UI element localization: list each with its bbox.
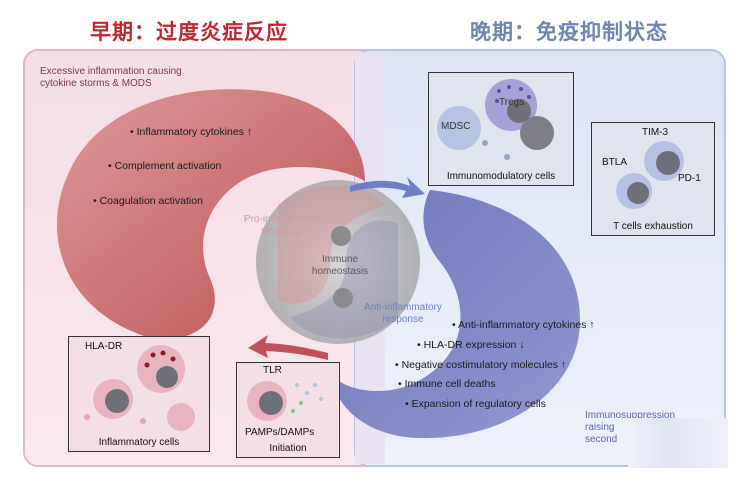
bottom-note-line1: Immunosuppression — [585, 410, 676, 421]
bottom-note-line3: second — [585, 434, 618, 445]
excessive-inflammation-note: Excessive inflammation causing cytokine … — [40, 66, 182, 90]
anti-inflammatory-shape — [330, 190, 580, 439]
initiation-caption: Initiation — [269, 443, 307, 454]
late-bullet: • Negative costimulatory molecules ↑ — [395, 359, 567, 371]
t-cell-exhaustion-box: TIM-3 BTLA PD-1 T cells exhaustion — [591, 122, 715, 236]
btla-label: BTLA — [602, 157, 628, 168]
early-bullet: • Coagulation activation — [93, 195, 203, 207]
inflammatory-cells-illustration — [84, 345, 195, 431]
homeo-label-line2: homeostasis — [311, 266, 369, 277]
immunomodulatory-cells-box: MDSC Tregs Immunomodulatory cells — [428, 72, 574, 186]
inflammatory-cells-box: HLA-DR Inflammatory cells — [68, 336, 210, 452]
exhaustion-caption: T cells exhaustion — [613, 221, 693, 232]
anti-inflammatory-label: Anti-inflammatory response — [348, 302, 458, 326]
initiation-illustration — [247, 381, 323, 421]
early-stage-title: 早期：过度炎症反应 — [90, 20, 288, 44]
late-bullet: • Expansion of regulatory cells — [405, 398, 546, 410]
pamps-damps-label: PAMPs/DAMPs — [245, 427, 315, 438]
pro-inflammatory-shape — [56, 89, 366, 339]
hla-dr-label: HLA-DR — [85, 341, 123, 352]
immunomodulatory-cells-illustration — [437, 79, 554, 160]
initiation-box: TLR PAMPs/DAMPs Initiation — [236, 362, 340, 458]
tregs-label: Tregs — [499, 97, 525, 108]
early-bullet: • Inflammatory cytokines ↑ — [130, 126, 253, 138]
pro-label-line2: response — [261, 226, 303, 237]
late-stage-title: 晚期：免疫抑制状态 — [470, 20, 668, 44]
arrow-to-late — [350, 177, 425, 198]
arrow-to-early — [248, 335, 328, 360]
note-line-1: Excessive inflammation causing — [40, 66, 182, 77]
anti-label-line2: response — [382, 314, 424, 325]
pro-label-line1: Pro-inflammatory — [243, 214, 321, 225]
late-bullet: • Anti-inflammatory cytokines ↑ — [452, 319, 595, 331]
immunomodulatory-caption: Immunomodulatory cells — [446, 171, 556, 182]
pd1-label: PD-1 — [678, 173, 701, 184]
anti-label-line1: Anti-inflammatory — [364, 302, 442, 313]
mosaic-overlay — [628, 418, 728, 468]
pro-inflammatory-label: Pro-inflammatory response — [232, 214, 332, 238]
mdsc-label: MDSC — [441, 121, 471, 132]
early-bullet: • Complement activation — [108, 160, 222, 172]
late-bullet: • HLA-DR expression ↓ — [417, 339, 525, 351]
homeo-label-line1: Immune — [321, 254, 359, 265]
immune-homeostasis-label: Immune homeostasis — [290, 254, 390, 278]
late-bullet: • Immune cell deaths — [398, 378, 496, 390]
bottom-note-line2: raising — [585, 422, 615, 433]
exhausted-t-cells-illustration — [616, 141, 684, 209]
tlr-label: TLR — [263, 365, 282, 376]
inflammatory-caption: Inflammatory cells — [98, 437, 180, 448]
immunosuppression-note: Immunosuppression raising second — [585, 410, 675, 446]
note-line-2: cytokine storms & MODS — [40, 78, 152, 89]
homeostasis-disc — [256, 180, 420, 344]
tim3-label: TIM-3 — [642, 127, 669, 138]
